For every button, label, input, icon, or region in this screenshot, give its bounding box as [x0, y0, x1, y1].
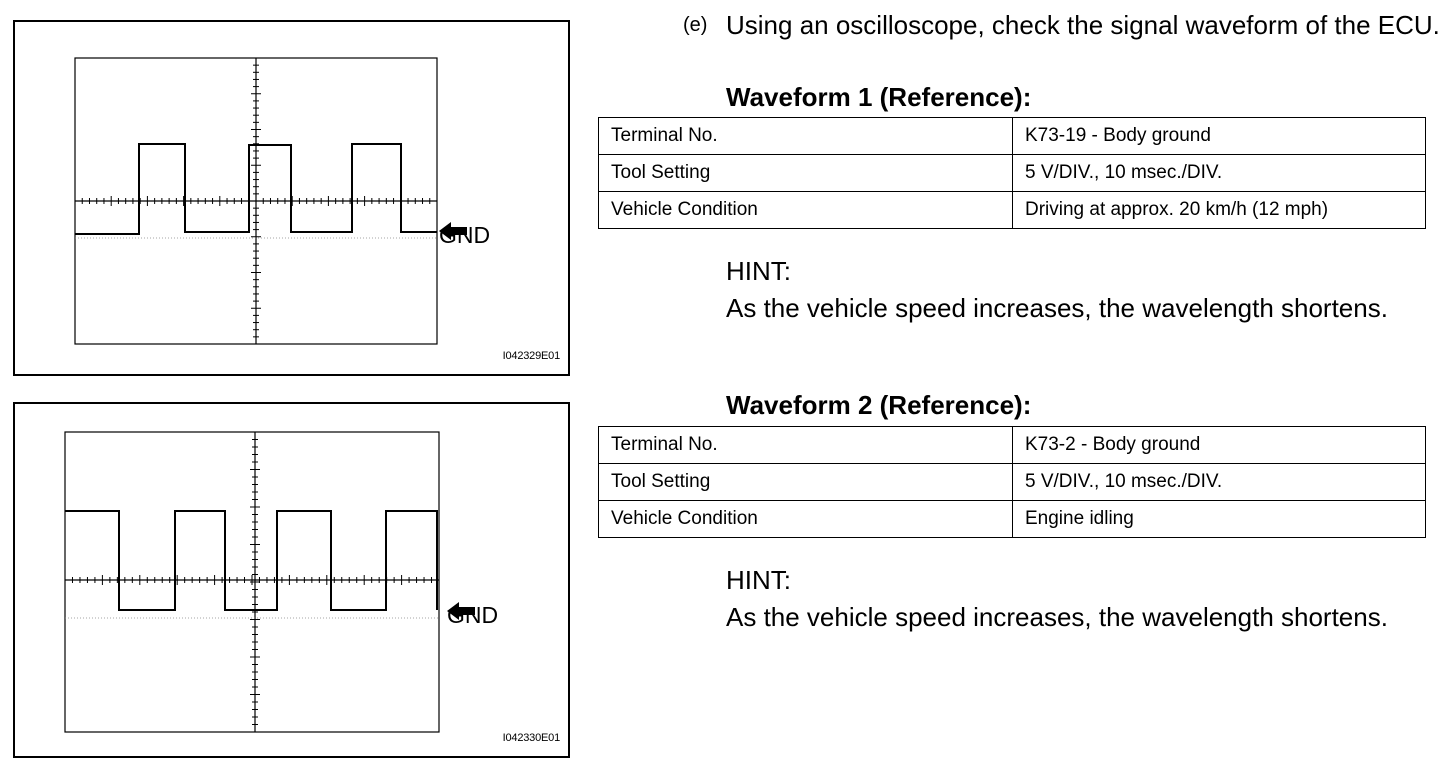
spec-value: 5 V/DIV., 10 msec./DIV. — [1012, 463, 1426, 501]
table-row: Terminal No. K73-19 - Body ground — [598, 117, 1426, 155]
square-waveform-2 — [65, 510, 438, 611]
waveform-2-heading: Waveform 2 (Reference): — [726, 390, 1032, 420]
waveform-2-hint: HINT: As the vehicle speed increases, th… — [726, 562, 1426, 636]
gnd-marker-1: GND — [439, 222, 490, 249]
waveform-1-heading: Waveform 1 (Reference): — [726, 82, 1032, 112]
spec-label: Tool Setting — [598, 463, 1013, 501]
gnd-marker-2: GND — [447, 602, 498, 629]
hint-label: HINT: — [726, 565, 791, 595]
table-row: Vehicle Condition Driving at approx. 20 … — [598, 191, 1426, 229]
spec-value: 5 V/DIV., 10 msec./DIV. — [1012, 154, 1426, 192]
spec-value: Engine idling — [1012, 500, 1426, 538]
oscilloscope-figure-2: GND I042330E01 — [13, 402, 570, 758]
hint-text: As the vehicle speed increases, the wave… — [726, 602, 1388, 632]
scope-frame-2 — [64, 431, 440, 733]
step-marker: (e) — [683, 14, 708, 36]
spec-label: Vehicle Condition — [598, 500, 1013, 538]
spec-label: Terminal No. — [598, 117, 1013, 155]
left-arrow-icon — [439, 222, 467, 240]
table-row: Tool Setting 5 V/DIV., 10 msec./DIV. — [598, 463, 1426, 501]
square-waveform-1 — [75, 143, 437, 235]
table-row: Tool Setting 5 V/DIV., 10 msec./DIV. — [598, 154, 1426, 192]
figure-id-2: I042330E01 — [502, 732, 561, 744]
spec-label: Tool Setting — [598, 154, 1013, 192]
oscilloscope-screen-1 — [74, 57, 438, 345]
table-row: Vehicle Condition Engine idling — [598, 500, 1426, 538]
waveform-1-hint: HINT: As the vehicle speed increases, th… — [726, 253, 1426, 327]
left-arrow-icon — [447, 602, 475, 620]
figure-id-1: I042329E01 — [502, 350, 561, 362]
table-row: Terminal No. K73-2 - Body ground — [598, 426, 1426, 464]
step-text: Using an oscilloscope, check the signal … — [726, 10, 1440, 40]
oscilloscope-figure-1: GND I042329E01 — [13, 20, 570, 376]
spec-label: Vehicle Condition — [598, 191, 1013, 229]
spec-value: K73-19 - Body ground — [1012, 117, 1426, 155]
waveform-1-spec-table: Terminal No. K73-19 - Body ground Tool S… — [598, 117, 1426, 229]
spec-label: Terminal No. — [598, 426, 1013, 464]
hint-label: HINT: — [726, 256, 791, 286]
spec-value: K73-2 - Body ground — [1012, 426, 1426, 464]
spec-value: Driving at approx. 20 km/h (12 mph) — [1012, 191, 1426, 229]
oscilloscope-screen-2 — [64, 431, 440, 733]
waveform-2-spec-table: Terminal No. K73-2 - Body ground Tool Se… — [598, 426, 1426, 538]
hint-text: As the vehicle speed increases, the wave… — [726, 293, 1388, 323]
